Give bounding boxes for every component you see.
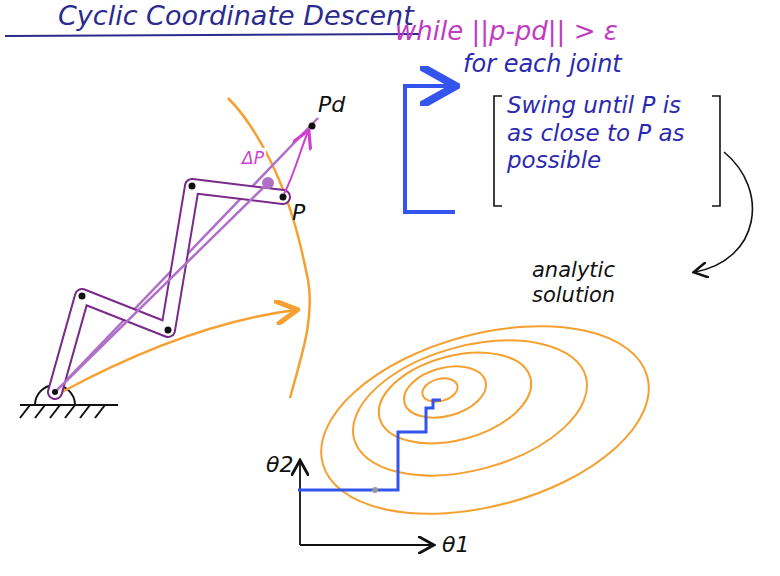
contour-plot bbox=[300, 293, 669, 546]
title: Cyclic Coordinate Descent bbox=[58, 0, 414, 32]
target-line bbox=[55, 118, 318, 392]
loop-header: for each joint bbox=[463, 50, 622, 79]
target-label: Pd bbox=[318, 92, 345, 118]
workspace-curve bbox=[228, 98, 310, 398]
error-arrow bbox=[284, 132, 308, 194]
note: analytic solution bbox=[532, 258, 662, 308]
robot-base bbox=[20, 385, 118, 418]
axes bbox=[300, 462, 432, 545]
axis-label: θ1 bbox=[442, 532, 469, 558]
delta-label: ΔP bbox=[240, 148, 266, 168]
title-underline bbox=[5, 34, 420, 36]
loop-body: Swing until P is as close to P as possib… bbox=[507, 92, 707, 175]
joint-dots bbox=[52, 123, 316, 396]
axis-label: θ2 bbox=[266, 452, 293, 478]
robot-arm bbox=[55, 183, 283, 392]
loop-bracket bbox=[405, 86, 455, 212]
path-dot bbox=[372, 487, 378, 493]
loop-condition: while ||p-pd|| > ε bbox=[395, 16, 618, 47]
descent-path bbox=[298, 400, 441, 490]
delta-point bbox=[262, 177, 274, 189]
point-label: P bbox=[292, 200, 305, 226]
